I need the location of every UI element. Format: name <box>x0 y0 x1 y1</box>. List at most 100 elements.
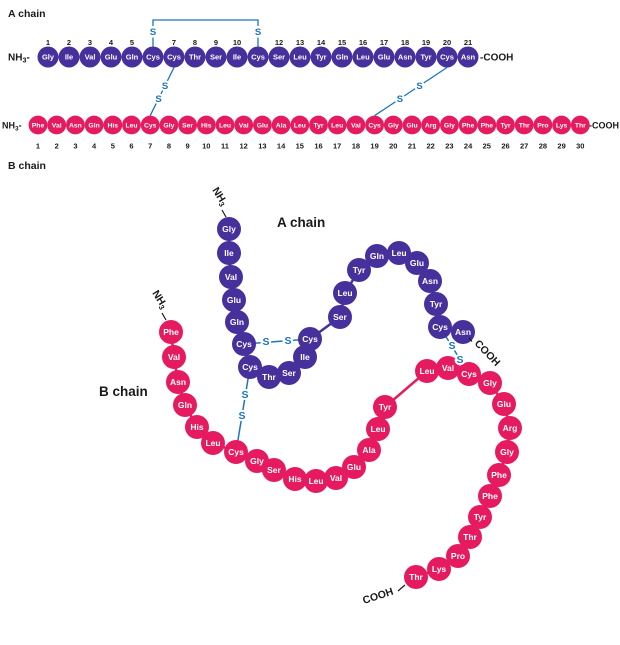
residue-number: 16 <box>359 38 367 47</box>
residue-b-28-folded <box>446 544 470 568</box>
residue-a-7-linear <box>163 46 185 68</box>
residue-label: Gly <box>388 122 399 129</box>
residue-label: Ser <box>210 53 222 62</box>
residue-b-11-folded <box>304 469 328 493</box>
residue-label: His <box>190 422 204 432</box>
residue-b-29-folded <box>427 557 451 581</box>
disulfide-a7-b7-line-folded <box>235 366 251 453</box>
residue-label: Leu <box>370 424 385 434</box>
residue-label: Tyr <box>500 122 510 129</box>
disulfide-a7-b7-line-linear <box>149 67 175 116</box>
residue-a-5-folded <box>225 310 249 334</box>
residue-label: Glu <box>497 399 511 409</box>
cooh-bond-stub <box>468 337 473 342</box>
residue-a-5-linear <box>121 46 143 68</box>
residue-label: Glu <box>347 462 361 472</box>
residue-label: Leu <box>205 438 220 448</box>
residue-label: Phe <box>163 327 179 337</box>
residue-number: 21 <box>464 38 472 47</box>
residue-a-3-folded <box>219 265 243 289</box>
residue-b-19-folded <box>457 362 481 386</box>
residue-label: Lys <box>556 122 568 129</box>
residue-label: Tyr <box>313 122 323 129</box>
residue-b-22-folded <box>498 416 522 440</box>
residue-label: Phe <box>32 122 45 129</box>
residue-label: Ile <box>300 352 310 362</box>
residue-a-15-folded <box>365 244 389 268</box>
residue-label: Gln <box>126 53 139 62</box>
a-chain-title-linear: A chain <box>8 8 46 20</box>
residue-b-3-linear <box>66 115 85 135</box>
residue-number: 7 <box>148 142 152 151</box>
residue-label: Thr <box>262 372 276 382</box>
residue-number: 30 <box>576 142 584 151</box>
residue-b-14-linear <box>271 115 291 135</box>
residue-number: 8 <box>167 142 171 151</box>
residue-b-21-folded <box>492 392 516 416</box>
residue-number: 4 <box>92 142 97 151</box>
disulfide-a20-b19-line-linear <box>374 66 448 117</box>
residue-a-13-folded <box>333 281 357 305</box>
residue-label: Tyr <box>379 402 392 412</box>
residue-label: Cys <box>228 447 244 457</box>
residue-a-11-folded <box>298 327 322 351</box>
residue-label: Gly <box>500 447 514 457</box>
residue-label: Leu <box>219 122 231 129</box>
residue-b-4-folded <box>173 393 197 417</box>
residue-label: Glu <box>227 295 241 305</box>
residue-a-2-folded <box>217 241 241 265</box>
nh3-bond-stub <box>161 312 167 321</box>
residue-b-6-folded <box>201 431 225 455</box>
residue-number: 26 <box>501 142 509 151</box>
residue-label: Arg <box>425 122 437 129</box>
a-chain-nh3-linear: NH3- <box>8 53 30 65</box>
residue-b-11-linear <box>215 115 235 135</box>
residue-a-17-linear <box>373 46 395 68</box>
residue-number: 2 <box>55 142 59 151</box>
residue-label: Thr <box>409 572 423 582</box>
disulfide-a6-a11-loop-linear <box>152 19 259 47</box>
residue-b-6-linear <box>122 115 141 135</box>
residue-number: 13 <box>296 38 304 47</box>
residue-number: 5 <box>111 142 115 151</box>
residue-a-4-folded <box>222 288 246 312</box>
residue-label: Val <box>239 122 249 129</box>
residue-b-5-linear <box>103 115 123 135</box>
residue-number: 12 <box>240 142 248 151</box>
residue-number: 22 <box>427 142 435 151</box>
residue-label: Gln <box>370 251 384 261</box>
residue-label: Ser <box>273 53 285 62</box>
residue-number: 23 <box>445 142 453 151</box>
residue-label: Ile <box>233 53 241 62</box>
residue-label: Tyr <box>353 265 366 275</box>
residue-a-16-linear <box>352 46 374 68</box>
residue-b-17-linear <box>327 115 347 135</box>
residue-a-10-folded <box>293 345 317 369</box>
residue-label: Val <box>225 272 237 282</box>
residue-number: 19 <box>422 38 430 47</box>
residue-a-6-linear <box>142 46 164 68</box>
disulfide-s-label: S <box>255 27 261 38</box>
residue-label: Glu <box>406 122 417 129</box>
residue-label: Cys <box>251 53 265 62</box>
residue-a-17-folded <box>405 251 429 275</box>
residue-a-1-linear <box>37 46 59 68</box>
residue-a-16-folded <box>387 241 411 265</box>
residue-number: 2 <box>67 38 71 47</box>
residue-number: 28 <box>539 142 547 151</box>
residue-b-28-linear <box>533 115 553 135</box>
residue-a-18-linear <box>394 46 416 68</box>
residue-a-14-folded <box>347 258 371 282</box>
residue-b-25-linear <box>477 115 497 135</box>
residue-label: Ala <box>362 445 376 455</box>
residue-number: 14 <box>277 142 286 151</box>
residue-label: Thr <box>463 532 477 542</box>
residue-number: 6 <box>129 142 133 151</box>
residue-b-2-folded <box>162 345 186 369</box>
disulfide-s-label: S <box>238 410 245 422</box>
residue-number: 12 <box>275 38 283 47</box>
residue-number: 9 <box>186 142 190 151</box>
residue-label: Tyr <box>474 512 487 522</box>
residue-a-2-linear <box>58 46 80 68</box>
